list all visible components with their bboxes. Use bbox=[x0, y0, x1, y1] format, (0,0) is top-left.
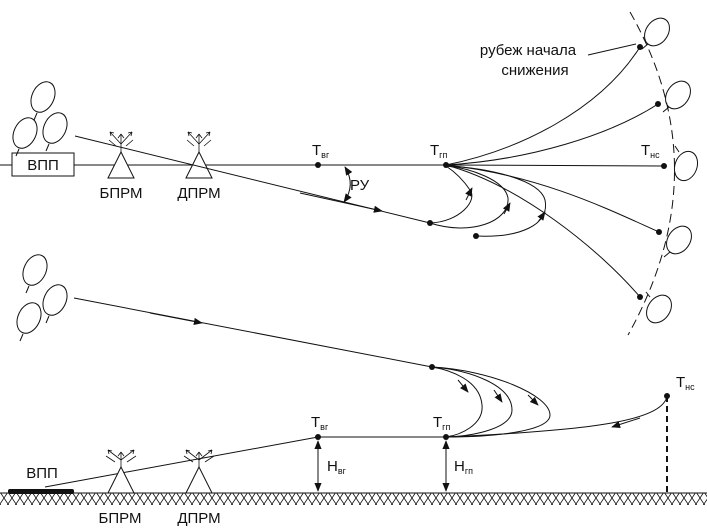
fan-line bbox=[445, 164, 641, 298]
turn-loop bbox=[429, 165, 473, 224]
bprm-profile-label: БПРМ bbox=[99, 510, 142, 527]
fan-line bbox=[445, 164, 665, 167]
thunderstorm-cloud-icon bbox=[645, 291, 672, 324]
thunderstorm-cloud-icon bbox=[641, 17, 670, 50]
boundary-point bbox=[661, 163, 667, 169]
glide-path bbox=[44, 436, 319, 488]
t-gp-profile-label: Тгп bbox=[433, 414, 450, 432]
t-ns-label: Тнс bbox=[641, 142, 660, 160]
descent-line-label-1: рубеж начала bbox=[480, 42, 577, 59]
boundary-point bbox=[656, 229, 662, 235]
thunderstorm-cloud-icon bbox=[16, 254, 68, 342]
runway-strip bbox=[8, 489, 74, 494]
runway-profile-label: ВПП bbox=[26, 465, 58, 482]
radio-beacon-icon bbox=[107, 131, 135, 179]
radio-beacon-icon bbox=[105, 449, 137, 494]
departure-track bbox=[73, 297, 433, 368]
t-gp-point bbox=[443, 434, 449, 440]
turn-loop bbox=[431, 366, 551, 438]
turn-loop bbox=[445, 165, 547, 237]
radio-beacon-icon bbox=[183, 449, 215, 494]
fan-line bbox=[445, 46, 641, 166]
plan-view: ВПП БПРМ ДПРМ РУ Твг Тгп Тнс bbox=[0, 11, 699, 336]
thunderstorm-cloud-icon bbox=[662, 80, 691, 113]
radio-beacon-icon bbox=[185, 131, 213, 179]
ru-label: РУ bbox=[350, 177, 370, 194]
thunderstorm-cloud-icon bbox=[12, 81, 68, 157]
dprm-label: ДПРМ bbox=[177, 185, 220, 202]
boundary-point bbox=[637, 44, 643, 50]
t-vg-label: Твг bbox=[312, 142, 330, 160]
thunderstorm-cloud-icon bbox=[673, 145, 699, 182]
bprm-label: БПРМ bbox=[100, 185, 143, 202]
t-vg-point bbox=[315, 434, 321, 440]
turn-loop bbox=[429, 165, 509, 229]
ru-angle-arc bbox=[343, 166, 353, 203]
descent-line-leader bbox=[587, 43, 637, 56]
thunderstorm-cloud-icon bbox=[663, 225, 692, 258]
descent-line-label-2: снижения bbox=[501, 62, 568, 79]
dprm-profile-label: ДПРМ bbox=[177, 510, 220, 527]
ground-hatch bbox=[0, 493, 707, 505]
turn-loop bbox=[431, 366, 513, 438]
t-vg-profile-label: Твг bbox=[311, 414, 329, 432]
fan-line bbox=[445, 164, 660, 233]
boundary-point bbox=[655, 101, 661, 107]
descent-boundary bbox=[627, 11, 675, 336]
t-gp-label: Тгп bbox=[430, 142, 447, 160]
turn-loop bbox=[431, 366, 483, 438]
h-gp-label: Нгп bbox=[454, 458, 473, 476]
return-track bbox=[445, 396, 668, 438]
t-vg-point bbox=[315, 162, 321, 168]
runway-label: ВПП bbox=[27, 157, 59, 174]
boundary-point bbox=[637, 294, 643, 300]
h-vg-label: Нвг bbox=[327, 458, 347, 476]
fan-line bbox=[445, 103, 659, 166]
profile-view: Тнс Твг Тгп Нвг Нгп ВПП БПРМ bbox=[0, 254, 707, 527]
t-ns-profile-label: Тнс bbox=[676, 374, 695, 392]
